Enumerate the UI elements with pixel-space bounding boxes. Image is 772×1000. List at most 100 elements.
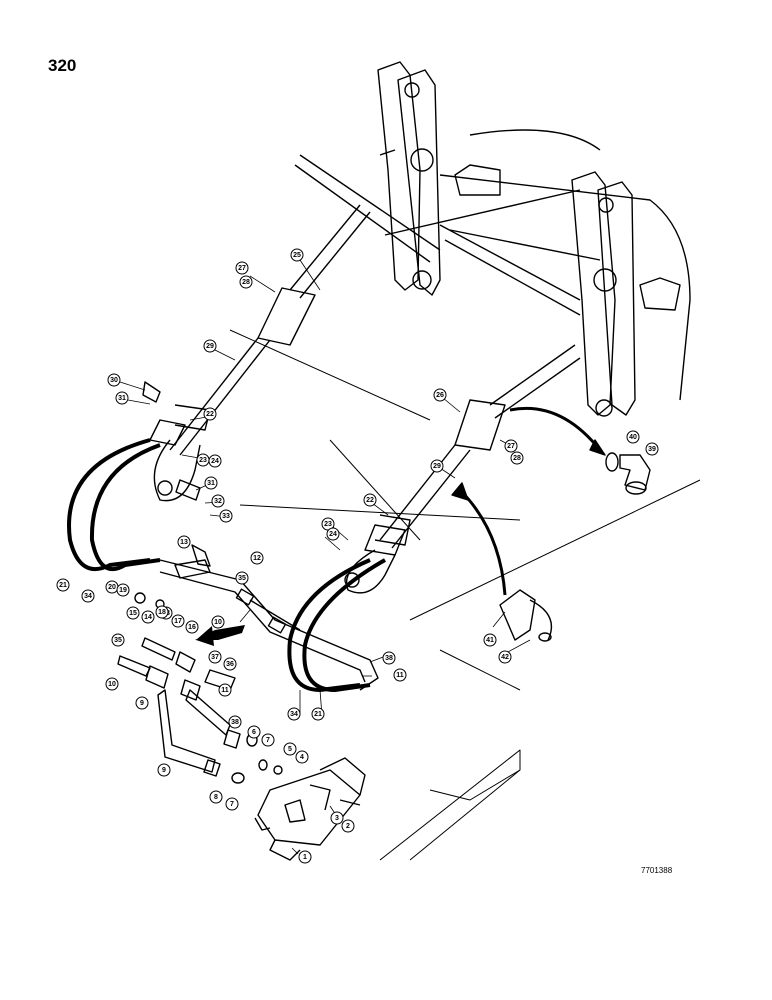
callout-41: 41 <box>483 633 497 647</box>
callout-label: 38 <box>231 719 239 726</box>
callout-label: 30 <box>110 377 118 384</box>
callout-10: 10 <box>211 615 225 629</box>
callout-circle <box>283 742 297 756</box>
callout-circle <box>626 430 640 444</box>
callout-label: 11 <box>221 687 229 694</box>
callout-label: 21 <box>59 582 67 589</box>
callout-label: 37 <box>211 654 219 661</box>
callout-circle <box>107 373 121 387</box>
callout-27: 27 <box>235 261 249 275</box>
callout-35: 35 <box>235 571 249 585</box>
callout-label: 9 <box>162 767 166 774</box>
detail-arrow-middle-right <box>451 482 507 596</box>
callout-label: 7 <box>266 737 270 744</box>
callout-40: 40 <box>626 430 640 444</box>
callout-circle <box>430 459 444 473</box>
callout-circle <box>141 610 155 624</box>
elbow-fitting-detail <box>605 452 651 495</box>
callout-label: 25 <box>293 252 301 259</box>
callout-circle <box>204 476 218 490</box>
callout-circle <box>116 583 130 597</box>
callout-39: 39 <box>645 442 659 456</box>
callout-circle <box>209 790 223 804</box>
leader-lines <box>119 259 531 855</box>
callout-label: 34 <box>84 593 92 600</box>
callout-circle <box>326 527 340 541</box>
callout-36: 36 <box>223 657 237 671</box>
callout-label: 12 <box>253 555 261 562</box>
callout-label: 21 <box>314 711 322 718</box>
callout-label: 29 <box>433 463 441 470</box>
callout-37: 37 <box>208 650 222 664</box>
callout-34: 34 <box>287 707 301 721</box>
callout-10: 10 <box>105 677 119 691</box>
callout-circle <box>290 248 304 262</box>
callout-circle <box>239 275 253 289</box>
callout-circle <box>311 707 325 721</box>
callout-19: 19 <box>116 583 130 597</box>
callout-label: 13 <box>180 539 188 546</box>
callout-circle <box>56 578 70 592</box>
right-loader-arm <box>571 171 636 417</box>
callout-label: 42 <box>501 654 509 661</box>
callout-circle <box>219 509 233 523</box>
callout-15: 15 <box>126 606 140 620</box>
callout-29: 29 <box>430 459 444 473</box>
callout-label: 32 <box>214 498 222 505</box>
callout-circle <box>433 388 447 402</box>
callout-38: 38 <box>382 651 396 665</box>
callout-circle <box>393 668 407 682</box>
left-loader-arm <box>377 61 441 296</box>
callout-label: 38 <box>385 655 393 662</box>
callout-label: 18 <box>158 609 166 616</box>
callout-label: 5 <box>288 746 292 753</box>
callout-label: 23 <box>199 457 207 464</box>
callout-label: 31 <box>118 395 126 402</box>
callout-11: 11 <box>393 668 407 682</box>
control-valve <box>254 757 366 861</box>
callout-label: 15 <box>129 610 137 617</box>
callout-label: 22 <box>206 411 214 418</box>
callout-circle <box>208 454 222 468</box>
callout-30: 30 <box>107 373 121 387</box>
callout-4: 4 <box>295 750 309 764</box>
callout-22: 22 <box>363 493 377 507</box>
callout-circle <box>177 535 191 549</box>
callout-20: 20 <box>105 580 119 594</box>
callout-9: 9 <box>157 763 171 777</box>
callout-label: 6 <box>252 729 256 736</box>
valve-tubes <box>159 559 379 691</box>
callout-24: 24 <box>208 454 222 468</box>
cross-tubes <box>294 154 581 316</box>
callout-label: 2 <box>346 823 350 830</box>
callout-circle <box>363 493 377 507</box>
callout-32: 32 <box>211 494 225 508</box>
callout-label: 31 <box>207 480 215 487</box>
callout-16: 16 <box>185 620 199 634</box>
callout-label: 10 <box>108 681 116 688</box>
callout-circle <box>157 763 171 777</box>
bucket <box>439 129 691 401</box>
callout-circle <box>382 651 396 665</box>
callout-9: 9 <box>135 696 149 710</box>
callout-label: 27 <box>507 443 515 450</box>
callout-circle <box>287 707 301 721</box>
left-lift-cylinder <box>149 204 371 502</box>
callout-24: 24 <box>326 527 340 541</box>
ground-lines <box>229 329 701 861</box>
callout-circle <box>498 650 512 664</box>
callout-label: 24 <box>211 458 219 465</box>
callout-12: 12 <box>250 551 264 565</box>
callout-circle <box>483 633 497 647</box>
right-hose-loop <box>287 558 386 692</box>
callout-circle <box>211 494 225 508</box>
callout-circle <box>228 715 242 729</box>
callout-circle <box>171 614 185 628</box>
callout-circle <box>208 650 222 664</box>
callout-circle <box>298 850 312 864</box>
callout-7: 7 <box>225 797 239 811</box>
callout-label: 9 <box>140 700 144 707</box>
page-number: 320 <box>48 56 77 75</box>
